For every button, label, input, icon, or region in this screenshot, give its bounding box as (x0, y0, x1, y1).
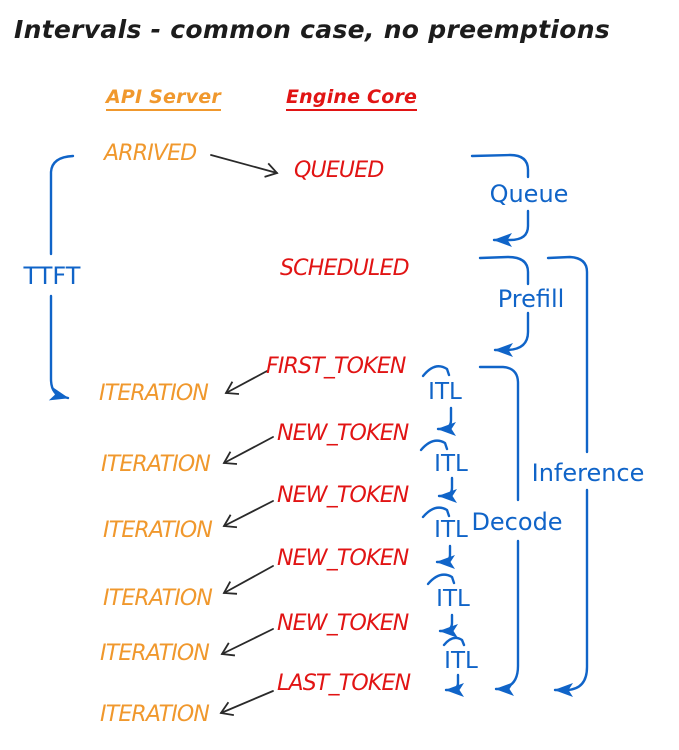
interval-label-queue: Queue (489, 180, 569, 208)
event-first-token: FIRST_TOKEN (266, 354, 406, 379)
decode-bracket-arrow (494, 539, 520, 696)
prefill-bracket-arrow (493, 311, 530, 357)
inference-bracket-arrow (553, 488, 589, 697)
itl-bracket-5-arc (442, 636, 466, 647)
arrow-new-token-2-to-iteration-3 (222, 500, 274, 529)
arrow-last-token-to-iteration-6 (219, 690, 274, 717)
arrow-new-token-1-to-iteration-2 (222, 436, 274, 465)
event-iteration-6: ITERATION (100, 702, 210, 727)
event-new-token-3: NEW_TOKEN (277, 546, 409, 571)
event-scheduled: SCHEDULED (280, 256, 410, 281)
prefill-bracket (478, 255, 530, 357)
page-title: Intervals - common case, no preemptions (13, 15, 611, 44)
interval-brackets (48, 153, 589, 697)
interval-label-ttft: TTFT (23, 262, 81, 290)
event-iteration-4: ITERATION (103, 586, 213, 611)
queue-bracket-arrow (492, 209, 530, 247)
itl-bracket-4-arc (426, 573, 456, 586)
ttft-bracket-arrow (48, 294, 70, 401)
column-header-api-server: API Server (106, 87, 221, 111)
interval-label-inference: Inference (531, 459, 645, 487)
event-arrows (210, 154, 279, 717)
interval-label-decode: Decode (471, 508, 563, 536)
itl-bracket-2-arrow (437, 476, 457, 503)
itl-bracket-3-arc (421, 506, 451, 519)
itl-bracket-4 (426, 573, 458, 638)
event-iteration-3: ITERATION (103, 518, 213, 543)
interval-label-itl-3: ITL (434, 517, 468, 543)
event-iteration-2: ITERATION (101, 452, 211, 477)
itl-bracket-1-arc (421, 365, 451, 378)
event-arrived: ARRIVED (104, 141, 197, 166)
decode-bracket-top (478, 365, 520, 502)
ttft-bracket-top (49, 154, 75, 256)
arrow-new-token-4-to-iteration-5 (220, 628, 274, 657)
itl-bracket-4-arrow (438, 613, 458, 638)
ttft-bracket (48, 154, 75, 401)
event-new-token-1: NEW_TOKEN (277, 421, 409, 446)
itl-bracket-2-arc (419, 439, 449, 452)
inference-bracket-top (546, 255, 589, 454)
column-header-engine-core: Engine Core (286, 87, 418, 111)
event-new-token-2: NEW_TOKEN (277, 483, 409, 508)
itl-bracket-1 (421, 365, 456, 436)
event-new-token-4: NEW_TOKEN (277, 611, 409, 636)
event-queued: QUEUED (294, 158, 384, 183)
arrow-new-token-3-to-iteration-4 (222, 565, 274, 595)
interval-label-itl-2: ITL (434, 451, 468, 477)
itl-bracket-3-arrow (435, 544, 455, 569)
queue-bracket-top (470, 153, 530, 179)
itl-bracket-5-arrow (444, 673, 464, 697)
interval-label-itl-4: ITL (436, 586, 470, 612)
interval-label-prefill: Prefill (497, 285, 565, 313)
itl-bracket-5 (442, 636, 466, 697)
event-iteration-1: ITERATION (99, 381, 209, 406)
itl-bracket-1-arrow (436, 406, 456, 436)
event-last-token: LAST_TOKEN (277, 671, 411, 696)
interval-label-itl-5: ITL (444, 648, 478, 674)
arrow-first-token-to-iteration-1 (224, 370, 268, 395)
itl-bracket-2 (419, 439, 457, 503)
decode-bracket (478, 365, 520, 696)
queue-bracket (470, 153, 530, 247)
arrow-arrived-to-queued (210, 154, 279, 178)
prefill-bracket-top (478, 255, 530, 286)
interval-label-itl-1: ITL (428, 379, 462, 405)
event-iteration-5: ITERATION (100, 641, 210, 666)
inference-bracket (546, 255, 589, 697)
itl-bracket-3 (421, 506, 455, 569)
